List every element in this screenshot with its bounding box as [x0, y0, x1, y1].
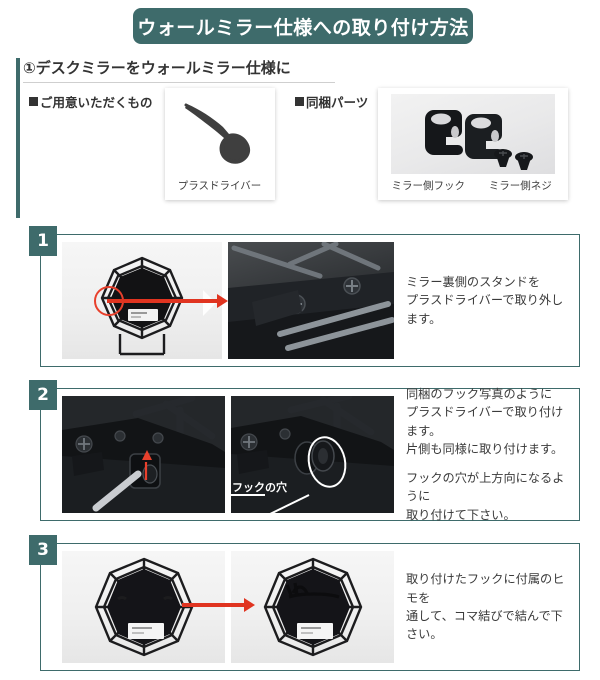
- step-1-photo-before: [62, 242, 222, 359]
- step-3-text-block: 取り付けたフックに付属のヒモを 通して、コマ結びで結んで下さい。: [406, 544, 567, 670]
- step-1-description: ミラー裏側のスタンドを プラスドライバーで取り外します。: [406, 275, 564, 326]
- step-1-text-block: ミラー裏側のスタンドを プラスドライバーで取り外します。: [406, 235, 567, 366]
- step-3-arrow: [182, 598, 255, 612]
- square-bullet-icon: [29, 97, 38, 106]
- step-1-photo-detail: [228, 242, 394, 359]
- included-parts-caption-screw: ミラー側ネジ: [488, 180, 552, 192]
- included-parts-label: 同梱パーツ: [295, 92, 368, 111]
- prepare-label: ご用意いただくもの: [29, 92, 153, 111]
- step-2-photo-attach: [62, 396, 225, 513]
- step-1-arrow: [107, 294, 228, 308]
- step-2-text-block: 同梱のフック写真のように プラスドライバーで取り付けます。 片側も同様に取り付け…: [406, 387, 567, 522]
- page-title-banner: ウォールミラー仕様への取り付け方法: [133, 8, 473, 44]
- parts-row: ご用意いただくもの プラスドライバー 同梱パーツ: [23, 88, 583, 213]
- included-parts-photo: [391, 94, 556, 174]
- step-3-description: 取り付けたフックに付属のヒモを 通して、コマ結びで結んで下さい。: [406, 572, 565, 642]
- step-2-media: フックの穴: [62, 396, 394, 513]
- step-2-photo-hole: フックの穴: [231, 396, 394, 513]
- section-accent-rail: [16, 58, 20, 218]
- step-3-media: [62, 551, 394, 663]
- included-parts-label-text: 同梱パーツ: [306, 95, 369, 110]
- section-heading: ①デスクミラーをウォールミラー仕様に: [23, 57, 335, 83]
- included-parts-caption-hook: ミラー側フック: [391, 180, 466, 192]
- step-2-description-2: フックの穴が上方向になるように 取り付けて下さい。: [406, 471, 565, 522]
- square-bullet-icon: [295, 97, 304, 106]
- included-parts-group: 同梱パーツ: [295, 88, 569, 200]
- step-2-box: 2: [29, 380, 580, 522]
- phillips-screwdriver-icon: [184, 103, 250, 164]
- included-parts-card: ミラー側フック ミラー側ネジ: [378, 88, 569, 200]
- step-1-badge: 1: [29, 226, 57, 256]
- prepare-item-card: プラスドライバー: [164, 88, 275, 200]
- step-3-box: 3: [29, 535, 580, 671]
- stand-screw-closeup-illustration: [228, 242, 394, 359]
- page-title: ウォールミラー仕様への取り付け方法: [137, 16, 469, 39]
- step-3-badge: 3: [29, 535, 57, 565]
- prepare-item-caption: プラスドライバー: [177, 180, 262, 192]
- step-1-media: [62, 242, 394, 359]
- step-2-callout-underline: [231, 494, 265, 496]
- step-2-description-1: 同梱のフック写真のように プラスドライバーで取り付けます。 片側も同様に取り付け…: [406, 386, 564, 456]
- hook-attachment-illustration: [62, 396, 225, 513]
- hook-hole-illustration: [231, 396, 394, 513]
- prepare-label-text: ご用意いただくもの: [40, 95, 153, 110]
- step-2-badge: 2: [29, 380, 57, 410]
- step-1-box: 1: [29, 226, 580, 367]
- hooks-and-screws-illustration: [425, 110, 534, 170]
- desk-mirror-wireframe-illustration: [100, 256, 184, 356]
- step-1-wedge: [203, 290, 216, 316]
- prepare-group: ご用意いただくもの プラスドライバー: [29, 88, 275, 200]
- step-2-callout-label: フックの穴: [232, 481, 287, 494]
- step-3-photo-before: [62, 551, 225, 663]
- mirror-back-without-cord-illustration: [94, 557, 194, 657]
- mirror-back-with-cord-illustration: [263, 557, 363, 657]
- step-3-photo-after: [231, 551, 394, 663]
